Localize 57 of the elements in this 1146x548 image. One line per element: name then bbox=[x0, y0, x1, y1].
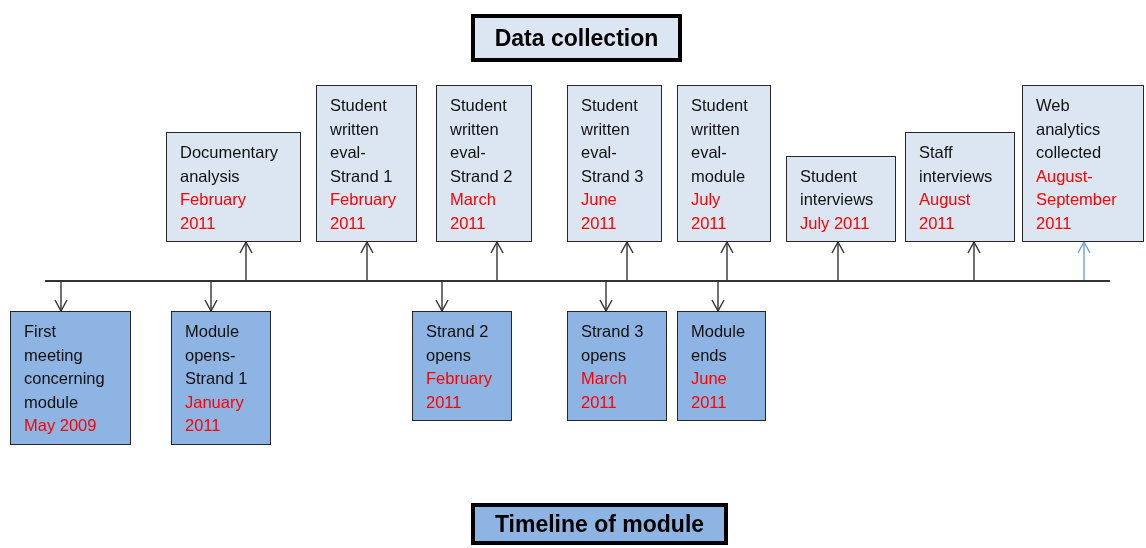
date-text: February 2011 bbox=[180, 189, 248, 234]
arrow bbox=[967, 241, 981, 282]
event-box bbox=[786, 155, 896, 242]
event-text: Web analytics collected bbox=[1036, 95, 1103, 163]
event-text: Student written eval-Strand 1 bbox=[330, 95, 394, 187]
arrow bbox=[1077, 241, 1091, 282]
arrow bbox=[239, 241, 253, 282]
arrow bbox=[490, 241, 504, 282]
timeline-line bbox=[45, 280, 1110, 282]
arrow bbox=[360, 241, 374, 282]
event-text: Module ends bbox=[691, 321, 747, 366]
event-box bbox=[567, 85, 662, 242]
event-box bbox=[10, 311, 131, 445]
heading-text: Timeline of module bbox=[494, 510, 705, 538]
arrow bbox=[435, 280, 449, 312]
date-text: June 2011 bbox=[691, 368, 728, 413]
event-text: Staff interviews bbox=[919, 142, 994, 187]
date-text: March 2011 bbox=[450, 189, 497, 234]
date-text: August-September 2011 bbox=[1036, 165, 1118, 234]
date-text: February 2011 bbox=[330, 189, 398, 234]
date-text: February 2011 bbox=[426, 368, 494, 413]
event-box bbox=[436, 85, 532, 242]
event-text: First meeting concerning module bbox=[24, 321, 106, 413]
event-box bbox=[677, 85, 771, 242]
event-box bbox=[905, 132, 1015, 242]
event-text: Documentary analysis bbox=[180, 142, 280, 187]
arrow bbox=[711, 280, 725, 312]
date-text: July 2011 bbox=[691, 189, 728, 234]
arrow bbox=[720, 241, 734, 282]
event-text: Strand 2 opens bbox=[426, 321, 490, 366]
date-text: June 2011 bbox=[581, 189, 618, 234]
arrow bbox=[599, 280, 613, 312]
arrow bbox=[54, 280, 68, 312]
event-text: Student written eval-module bbox=[691, 95, 749, 187]
event-text: Strand 3 opens bbox=[581, 321, 645, 366]
event-box bbox=[171, 311, 271, 445]
event-box bbox=[677, 311, 766, 421]
event-text: Student interviews bbox=[800, 165, 875, 210]
heading-text: Data collection bbox=[494, 24, 659, 52]
date-text: May 2009 bbox=[24, 415, 98, 436]
event-box bbox=[567, 311, 667, 421]
heading-box bbox=[471, 14, 682, 62]
event-text: Student written eval-Strand 3 bbox=[581, 95, 645, 187]
date-text: August 2011 bbox=[919, 189, 972, 234]
date-text: January 2011 bbox=[185, 391, 245, 436]
arrow bbox=[831, 241, 845, 282]
event-box bbox=[316, 85, 417, 242]
arrow bbox=[620, 241, 634, 282]
event-box bbox=[166, 132, 301, 242]
date-text: July 2011 bbox=[800, 212, 871, 234]
event-text: Student written eval-Strand 2 bbox=[450, 95, 514, 187]
event-text: Module opens-Strand 1 bbox=[185, 321, 249, 389]
date-text: March 2011 bbox=[581, 368, 628, 413]
heading-box bbox=[471, 503, 728, 545]
event-box bbox=[1022, 85, 1144, 242]
event-box bbox=[412, 311, 512, 421]
arrow bbox=[204, 280, 218, 312]
